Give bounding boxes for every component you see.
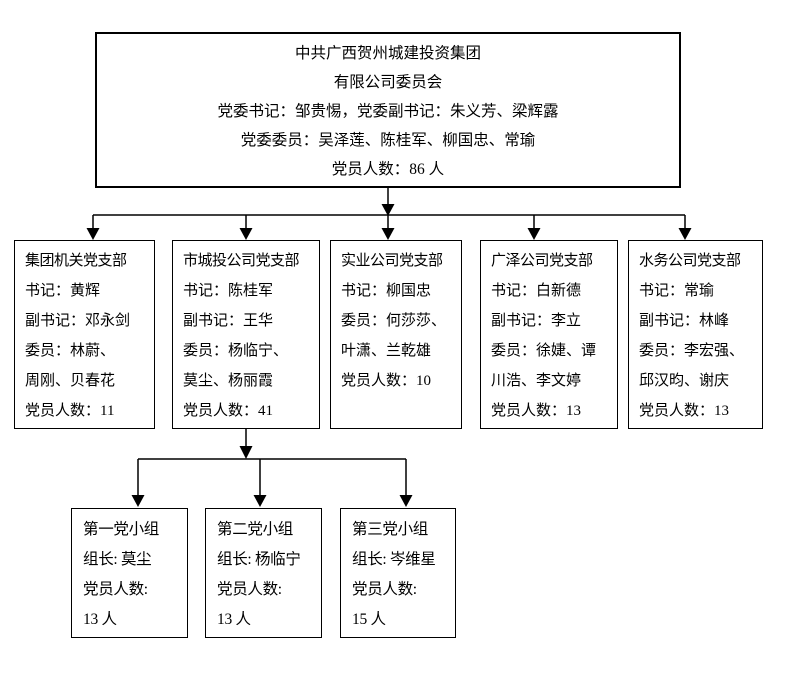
branch-members: 委员：林蔚、 xyxy=(25,343,116,359)
branch-members-cont: 邱汉昀、谢庆 xyxy=(639,373,730,389)
branch-title: 市城投公司党支部 xyxy=(183,253,300,269)
branch-members: 委员：徐婕、谭 xyxy=(491,343,597,359)
arrowhead-icon xyxy=(86,228,100,240)
arrowhead-icon xyxy=(381,228,395,240)
group-box-third: 第三党小组 组长: 岑维星 党员人数: 15 人 xyxy=(340,508,456,638)
group-leader: 组长: 岑维星 xyxy=(352,551,436,568)
party-secretary-line: 党委书记：邹贵惕，党委副书记：朱义芳、梁辉露 xyxy=(217,103,559,120)
member-count-line: 党员人数：86 人 xyxy=(331,161,445,178)
group-title: 第一党小组 xyxy=(83,521,160,538)
group-leader: 组长: 莫尘 xyxy=(83,551,152,568)
arrowhead-icon xyxy=(399,495,413,507)
arrowhead-icon xyxy=(131,495,145,507)
branch-box-water: 水务公司党支部 书记：常瑜 副书记：林峰 委员：李宏强、 邱汉昀、谢庆 党员人数… xyxy=(628,240,763,429)
branch-members: 委员：杨临宁、 xyxy=(183,343,289,359)
group-box-first: 第一党小组 组长: 莫尘 党员人数: 13 人 xyxy=(71,508,188,638)
branch-deputy-secretary: 副书记：王华 xyxy=(183,313,274,329)
group-title: 第三党小组 xyxy=(352,521,429,538)
branch-title: 集团机关党支部 xyxy=(25,253,127,269)
group-leader: 组长: 杨临宁 xyxy=(217,551,301,568)
group-box-second: 第二党小组 组长: 杨临宁 党员人数: 13 人 xyxy=(205,508,322,638)
root-committee-box: 中共广西贺州城建投资集团 有限公司委员会 党委书记：邹贵惕，党委副书记：朱义芳、… xyxy=(95,32,681,188)
branch-deputy-secretary: 副书记：邓永剑 xyxy=(25,313,131,329)
branch-title: 广泽公司党支部 xyxy=(491,253,593,269)
org-name-line-1: 中共广西贺州城建投资集团 xyxy=(294,45,481,62)
branch-members-cont: 周刚、贝春花 xyxy=(25,373,116,389)
group-member-count-value: 15 人 xyxy=(352,611,386,628)
branch-box-guangze: 广泽公司党支部 书记：白新德 副书记：李立 委员：徐婕、谭 川浩、李文婷 党员人… xyxy=(480,240,618,429)
group-member-count-label: 党员人数: xyxy=(217,581,282,598)
branch-title: 实业公司党支部 xyxy=(341,253,443,269)
branch-box-city-investment: 市城投公司党支部 书记：陈桂军 副书记：王华 委员：杨临宁、 莫尘、杨丽霞 党员… xyxy=(172,240,320,429)
branch-secretary: 书记：陈桂军 xyxy=(183,283,274,299)
group-member-count-label: 党员人数: xyxy=(352,581,417,598)
group-member-count-value: 13 人 xyxy=(217,611,251,628)
group-title: 第二党小组 xyxy=(217,521,294,538)
branch-members-cont: 川浩、李文婷 xyxy=(491,373,582,389)
group-member-count-label: 党员人数: xyxy=(83,581,148,598)
branch-secretary: 书记：常瑜 xyxy=(639,283,715,299)
connector-root-to-branches xyxy=(86,187,692,240)
branch-members-cont: 莫尘、杨丽霞 xyxy=(183,373,274,389)
arrowhead-icon xyxy=(239,228,253,240)
arrowhead-icon xyxy=(381,204,395,216)
committee-members-line: 党委委员：吴泽莲、陈桂军、柳国忠、常瑜 xyxy=(240,132,536,149)
arrowhead-icon xyxy=(527,228,541,240)
branch-members-cont: 叶潇、兰乾雄 xyxy=(341,343,432,359)
branch-title: 水务公司党支部 xyxy=(639,253,741,269)
branch-member-count: 党员人数：13 xyxy=(639,403,730,419)
branch-member-count: 党员人数：11 xyxy=(25,403,115,419)
branch-box-group-office: 集团机关党支部 书记：黄辉 副书记：邓永剑 委员：林蔚、 周刚、贝春花 党员人数… xyxy=(14,240,155,429)
branch-box-industrial: 实业公司党支部 书记：柳国忠 委员：何莎莎、 叶潇、兰乾雄 党员人数：10 xyxy=(330,240,462,429)
arrowhead-icon xyxy=(678,228,692,240)
branch-members: 委员：何莎莎、 xyxy=(341,313,447,329)
branch-secretary: 书记：柳国忠 xyxy=(341,283,432,299)
branch-secretary: 书记：黄辉 xyxy=(25,283,101,299)
branch-deputy-secretary: 副书记：李立 xyxy=(491,313,582,329)
branch-member-count: 党员人数：41 xyxy=(183,403,274,419)
org-name-line-2: 有限公司委员会 xyxy=(333,74,443,91)
branch-member-count: 党员人数：10 xyxy=(341,373,432,389)
branch-secretary: 书记：白新德 xyxy=(491,283,582,299)
branch-member-count: 党员人数：13 xyxy=(491,403,582,419)
branch-deputy-secretary: 副书记：林峰 xyxy=(639,313,730,329)
branch-members: 委员：李宏强、 xyxy=(639,343,745,359)
connector-branch-to-groups xyxy=(131,429,413,507)
group-member-count-value: 13 人 xyxy=(83,611,117,628)
arrowhead-icon xyxy=(253,495,267,507)
arrowhead-icon xyxy=(239,446,253,459)
